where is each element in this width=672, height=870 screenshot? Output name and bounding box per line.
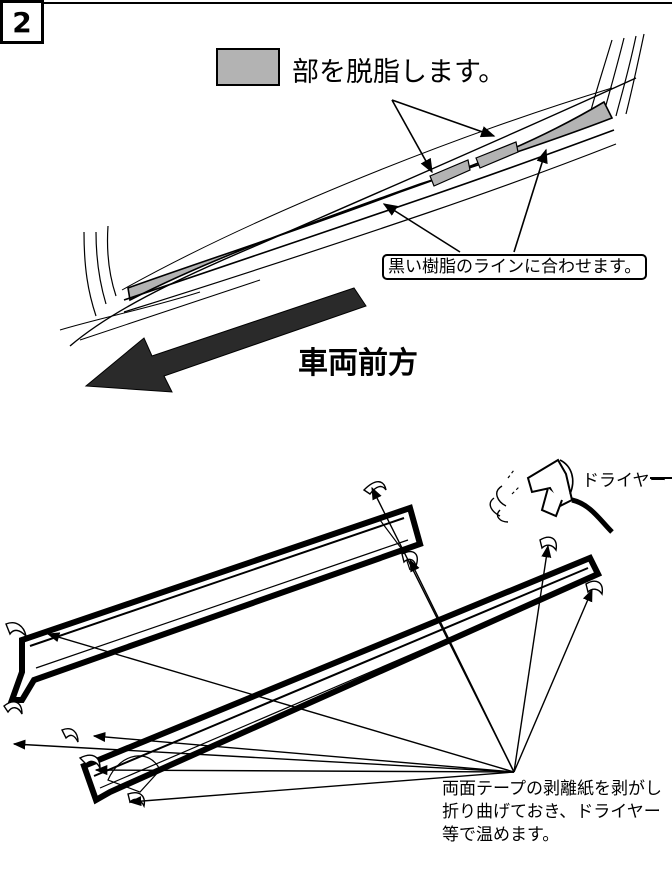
resin-line-callout: 黒い樹脂のラインに合わせます。 <box>382 254 648 280</box>
vehicle-forward-arrow-icon <box>84 287 367 393</box>
degrease-pointer-arrows <box>391 99 496 174</box>
instruction-line: 等で温めます。 <box>442 825 560 845</box>
peel-tabs <box>3 481 603 809</box>
degrease-legend-text: 部を脱脂します。 <box>292 57 506 88</box>
degrease-area <box>127 100 614 302</box>
step-number-badge: 2 <box>0 0 44 44</box>
vehicle-forward-label: 車両前方 <box>298 346 418 381</box>
peel-tab-pointer-arrows <box>12 486 593 807</box>
instruction-line: 折り曲げておき、ドライヤー <box>442 802 661 822</box>
dryer-label: ドライヤー <box>582 471 667 491</box>
peel-instruction-text: 両面テープの剥離紙を剥がし 折り曲げておき、ドライヤー 等で温めます。 <box>442 778 662 847</box>
instruction-line: 両面テープの剥離紙を剥がし <box>442 779 662 799</box>
header-rule <box>44 2 672 4</box>
molding-part-upper <box>7 504 424 703</box>
degrease-legend-swatch <box>216 48 280 86</box>
molding-part-lower <box>80 554 603 805</box>
hair-dryer-icon <box>489 458 614 534</box>
resin-line-pointer-arrows <box>382 148 548 253</box>
vehicle-sill-illustration <box>59 33 645 347</box>
